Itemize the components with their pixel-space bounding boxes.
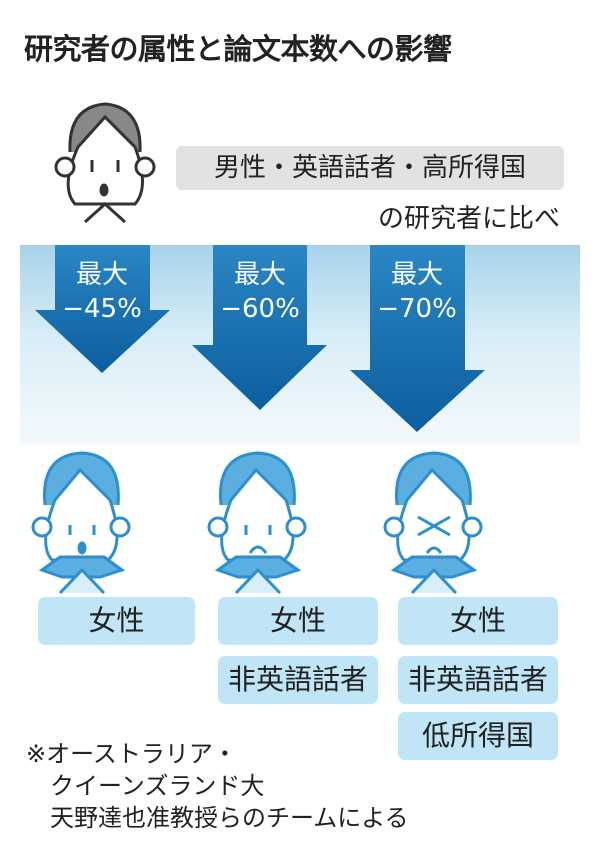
tag-female: 女性 (38, 597, 195, 645)
arrow-down-icon (192, 245, 327, 410)
tag-low-income: 低所得国 (398, 712, 558, 760)
max-label: 最大 (390, 260, 443, 290)
page-title: 研究者の属性と論文本数への影響 (24, 32, 452, 66)
footnote-line: ※オーストラリア・ (26, 740, 237, 768)
arrows (35, 245, 485, 432)
faces (31, 451, 483, 595)
value-label: −45% (62, 294, 142, 324)
tag-non-english: 非英語話者 (398, 656, 558, 704)
max-label: 最大 (75, 260, 128, 290)
arrow-down-icon (350, 245, 485, 432)
reference-sub: の研究者に比べ (377, 204, 560, 234)
arrow-label-2: 最大 −60% (195, 258, 325, 326)
arrow-label-1: 最大 −45% (37, 258, 167, 326)
arrow-down-icon (35, 245, 170, 373)
reference-label: 男性・英語話者・高所得国 (176, 146, 564, 190)
tag-female: 女性 (398, 597, 558, 645)
tag-female: 女性 (218, 597, 378, 645)
footnote-line: 天野達也准教授らのチームによる (26, 804, 409, 832)
footnote: ※オーストラリア・ クイーンズランド大 天野達也准教授らのチームによる (26, 738, 409, 834)
reference-man-icon (54, 102, 156, 224)
tag-non-english: 非英語話者 (218, 656, 378, 704)
arrow-label-3: 最大 −70% (352, 258, 482, 326)
value-label: −70% (377, 294, 457, 324)
value-label: −60% (220, 294, 300, 324)
max-label: 最大 (233, 260, 286, 290)
footnote-line: クイーンズランド大 (26, 772, 265, 800)
